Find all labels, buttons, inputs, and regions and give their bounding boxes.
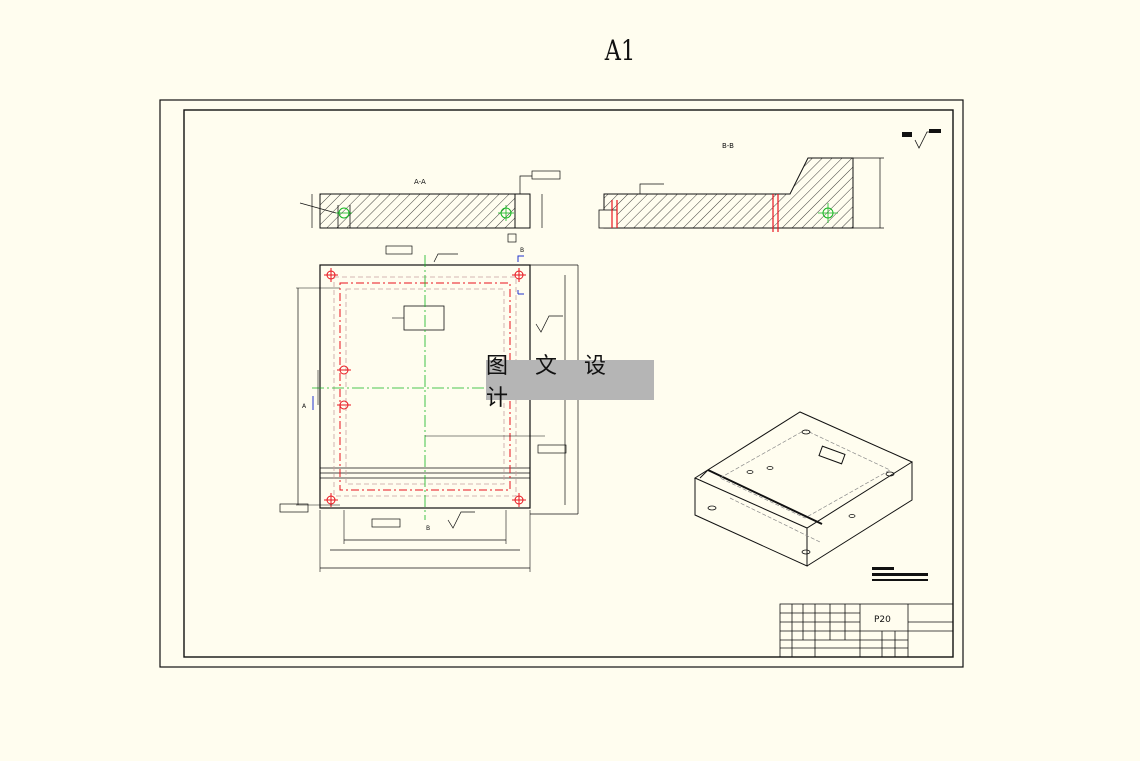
- section-a-a-label: A-A: [414, 178, 426, 186]
- section-b-b-label: B-B: [722, 142, 734, 150]
- isometric-view: [693, 411, 914, 567]
- section-b-b-view: B-B: [598, 142, 884, 232]
- cut-marker-b-top: B: [520, 247, 524, 254]
- roughness-note: [902, 129, 941, 149]
- sheet-size-label: A1: [604, 34, 636, 67]
- section-a-a-view: A-A: [299, 170, 561, 243]
- outer-border: [159, 99, 964, 668]
- line-legend: [872, 567, 928, 581]
- title-block-material: P20: [874, 615, 891, 625]
- cut-marker-a: A: [302, 403, 307, 410]
- title-block: [779, 603, 954, 658]
- watermark-banner: 图 文 设 计: [486, 354, 654, 411]
- inner-frame: [183, 109, 954, 658]
- cut-marker-b-bottom: B: [426, 525, 430, 532]
